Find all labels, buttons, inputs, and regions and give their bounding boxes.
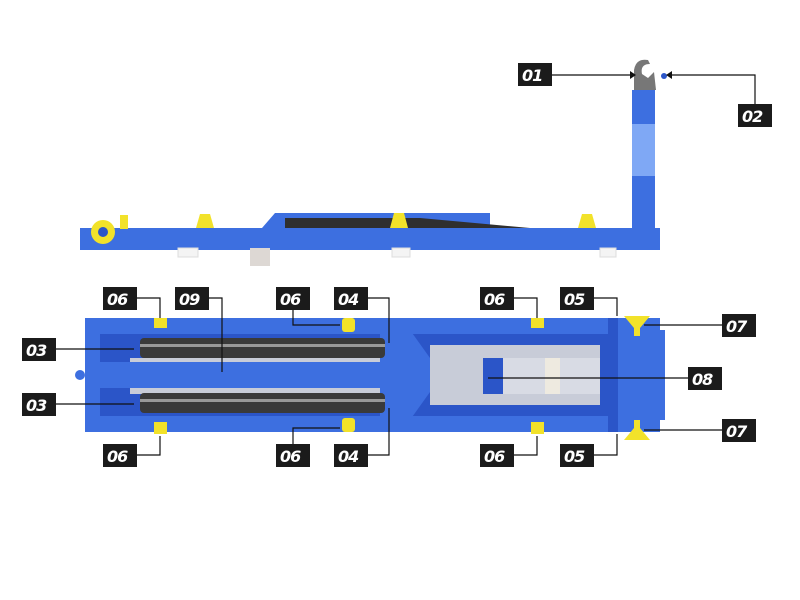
callout-06: 06 <box>480 444 514 467</box>
cylinder-bottom <box>140 393 385 413</box>
hook <box>634 59 656 90</box>
callout-text: 06 <box>107 447 128 466</box>
callout-text: 05 <box>564 447 585 466</box>
side-view <box>80 59 667 266</box>
callout-text: 04 <box>338 290 359 309</box>
callout-text: 02 <box>742 107 763 126</box>
callout-text: 06 <box>484 447 505 466</box>
callout-05: 05 <box>560 287 594 310</box>
top-view <box>75 316 665 440</box>
callout-01: 01 <box>518 63 552 86</box>
callout-09: 09 <box>175 287 209 310</box>
callout-text: 06 <box>107 290 128 309</box>
callout-text: 06 <box>280 290 301 309</box>
callout-04: 04 <box>334 287 368 310</box>
cylinder-top <box>140 338 385 358</box>
callout-text: 03 <box>26 396 47 415</box>
callout-text: 09 <box>179 290 200 309</box>
callout-05: 05 <box>560 444 594 467</box>
callout-07: 07 <box>722 419 756 442</box>
callout-03: 03 <box>22 393 56 416</box>
callout-text: 08 <box>692 370 713 389</box>
callout-text: 05 <box>564 290 585 309</box>
callout-07: 07 <box>722 314 756 337</box>
lug <box>154 318 167 328</box>
callout-text: 07 <box>726 317 748 336</box>
callout-text: 01 <box>522 66 542 85</box>
side-cylinder <box>285 218 530 228</box>
callout-03: 03 <box>22 338 56 361</box>
side-frame <box>80 228 660 250</box>
callout-text: 03 <box>26 341 47 360</box>
callout-text: 06 <box>280 447 301 466</box>
callout-06: 06 <box>276 444 310 467</box>
callout-text: 06 <box>484 290 505 309</box>
guide-roller <box>624 316 650 336</box>
callout-08: 08 <box>688 367 722 390</box>
callout-04: 04 <box>334 444 368 467</box>
lug <box>196 214 214 228</box>
callout-02: 02 <box>738 104 772 127</box>
leader-lines <box>56 71 756 456</box>
callout-06: 06 <box>103 287 137 310</box>
callout-06: 06 <box>276 287 310 310</box>
callout-text: 04 <box>338 447 359 466</box>
callout-text: 07 <box>726 422 748 441</box>
hook-pin <box>661 73 667 79</box>
callout-06: 06 <box>103 444 137 467</box>
callout-06: 06 <box>480 287 514 310</box>
